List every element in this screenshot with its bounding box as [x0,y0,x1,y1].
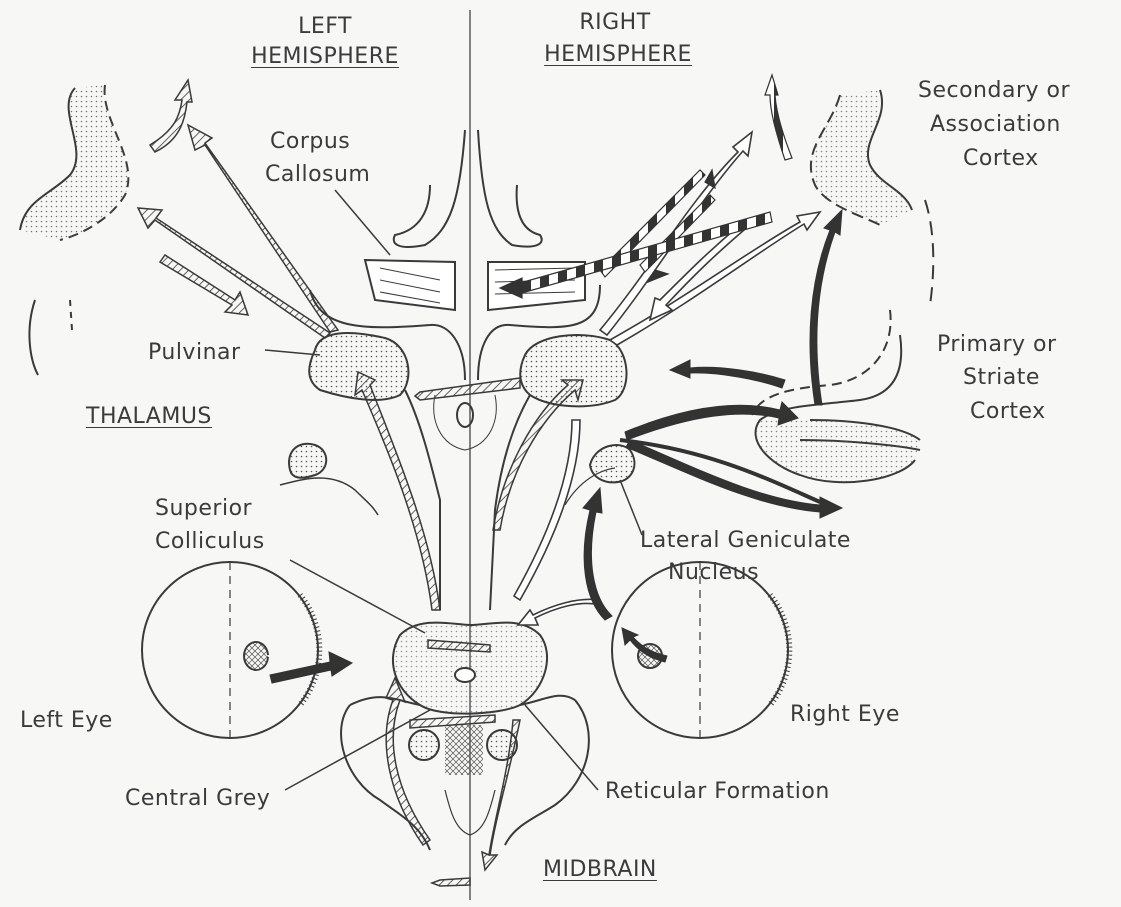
left-eye [142,562,319,738]
primary-cortex-label-3: Cortex [970,397,1046,427]
reticular-formation-label: Reticular Formation [605,777,830,807]
corpus-callosum-label-2: Callosum [265,160,370,190]
thalamic-nucleus [289,444,326,478]
primary-cortex-label-1: Primary or [937,330,1057,360]
left-hemisphere-label-1: LEFT [270,12,380,42]
secondary-cortex-label-1: Secondary or [918,76,1070,106]
right-hemisphere-label-2: HEMISPHERE [508,40,728,70]
right-eye-label: Right Eye [790,700,900,730]
central-grey-label: Central Grey [125,784,270,814]
superior-colliculus-label-1: Superior [155,494,252,524]
right-eye [612,562,789,738]
left-hemisphere-label-2: HEMISPHERE [215,42,435,72]
primary-cortex-label-2: Striate [963,363,1040,393]
right-striate-cortex [752,310,920,482]
left-eye-label: Left Eye [20,706,113,736]
thalamus-center [405,390,530,610]
secondary-cortex-label-3: Cortex [963,144,1039,174]
thalamus-label: THALAMUS [86,402,212,432]
corpus-callosum-label-1: Corpus [270,127,350,157]
secondary-cortex-label-2: Association [930,110,1061,140]
lgn-label-1: Lateral Geniculate [640,526,851,556]
superior-colliculus-label-2: Colliculus [155,527,265,557]
midbrain-label: MIDBRAIN [543,855,657,885]
right-hemisphere-label-1: RIGHT [560,8,670,38]
pulvinar-label: Pulvinar [148,338,241,368]
lgn-label-2: Nucleus [668,558,759,588]
right-secondary-cortex [811,90,933,305]
left-cortex [20,85,128,375]
